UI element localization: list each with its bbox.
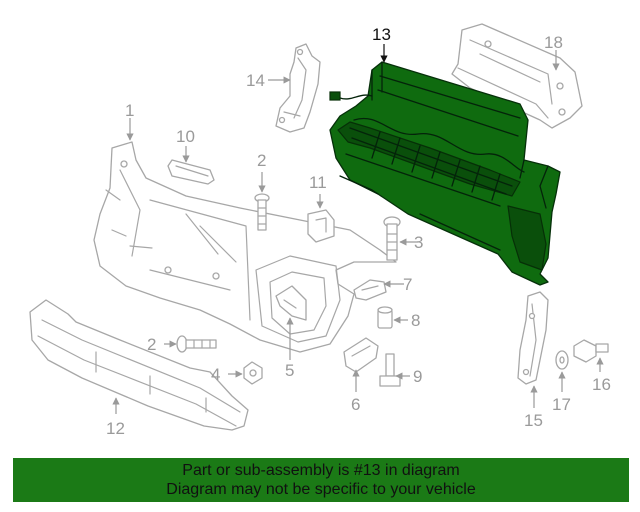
callout-15: 15 [524, 411, 543, 430]
callout-9: 9 [413, 367, 422, 386]
callout-16: 16 [592, 375, 611, 394]
part-15-bracket [517, 291, 549, 385]
callout-7: 7 [403, 275, 412, 294]
callout-12: 12 [106, 419, 125, 438]
notice-line-2: Diagram may not be specific to your vehi… [166, 481, 476, 498]
callout-3: 3 [414, 233, 423, 252]
callout-6: 6 [351, 395, 360, 414]
part-1-radiator-support [93, 141, 397, 353]
part-5-bracket [275, 285, 307, 321]
part-17-washer [555, 350, 569, 370]
part-18-bracket [451, 23, 583, 129]
callout-2-upper: 2 [257, 151, 266, 170]
part-10-clip [167, 159, 215, 185]
callout-11: 11 [309, 173, 327, 192]
part-9-bolt [379, 353, 401, 387]
callout-1: 1 [125, 101, 134, 120]
parts-diagram: 13 18 14 1 10 2 11 3 7 8 9 2 4 5 6 12 15… [29, 23, 611, 438]
callout-17: 17 [552, 395, 571, 414]
part-11-retainer [307, 209, 335, 243]
part-2-bolt-lower [176, 335, 217, 353]
part-12-reinforcement [29, 299, 249, 431]
part-2-bolt-upper [254, 193, 270, 231]
part-14-bracket [275, 43, 321, 133]
part-3-bolt [383, 216, 401, 261]
diagram-notice-banner: Part or sub-assembly is #13 in diagram D… [13, 458, 629, 502]
part-13-air-deflector [329, 61, 561, 286]
part-4-nut [243, 361, 263, 385]
callout-14: 14 [246, 71, 265, 90]
callout-13: 13 [372, 25, 391, 44]
callout-18: 18 [544, 33, 563, 52]
callout-8: 8 [411, 311, 420, 330]
callout-5: 5 [285, 361, 294, 380]
callout-4: 4 [211, 365, 220, 384]
part-6-deflector [343, 337, 379, 373]
notice-line-1: Part or sub-assembly is #13 in diagram [182, 462, 460, 479]
part-7-bracket [353, 279, 387, 301]
callout-10: 10 [176, 127, 195, 146]
part-16-bolt [573, 339, 609, 363]
callout-2-lower: 2 [147, 335, 156, 354]
part-8-bushing [377, 306, 393, 329]
